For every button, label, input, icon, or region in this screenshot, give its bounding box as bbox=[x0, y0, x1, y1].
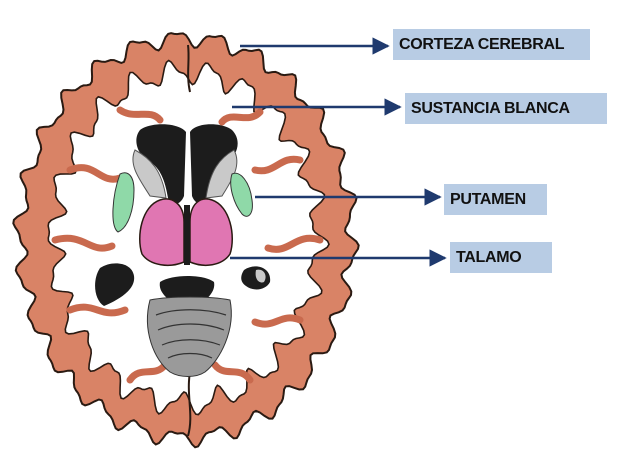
lateral-ventricle-left bbox=[136, 124, 186, 204]
thalamus-right bbox=[189, 198, 233, 267]
posterior-horn-left bbox=[95, 263, 135, 306]
label-sustancia-blanca: SUSTANCIA BLANCA bbox=[405, 93, 607, 124]
label-talamo: TALAMO bbox=[450, 242, 552, 273]
lateral-ventricle-right bbox=[190, 124, 238, 204]
midbrain-region bbox=[159, 276, 215, 315]
thalamus-left bbox=[139, 198, 185, 267]
caudate-left bbox=[132, 149, 167, 199]
caudate-right bbox=[205, 149, 238, 199]
putamen-right bbox=[230, 172, 253, 217]
cerebellar-folia bbox=[155, 309, 227, 359]
putamen-left bbox=[112, 172, 135, 233]
label-corteza-cerebral: CORTEZA CEREBRAL bbox=[393, 29, 590, 60]
cortical-sulci bbox=[51, 106, 324, 384]
longitudinal-fissure-back bbox=[187, 371, 192, 437]
third-ventricle bbox=[184, 205, 190, 265]
longitudinal-fissure-front bbox=[187, 44, 191, 93]
label-putamen: PUTAMEN bbox=[444, 184, 547, 215]
posterior-horn-right-grey bbox=[255, 269, 266, 283]
